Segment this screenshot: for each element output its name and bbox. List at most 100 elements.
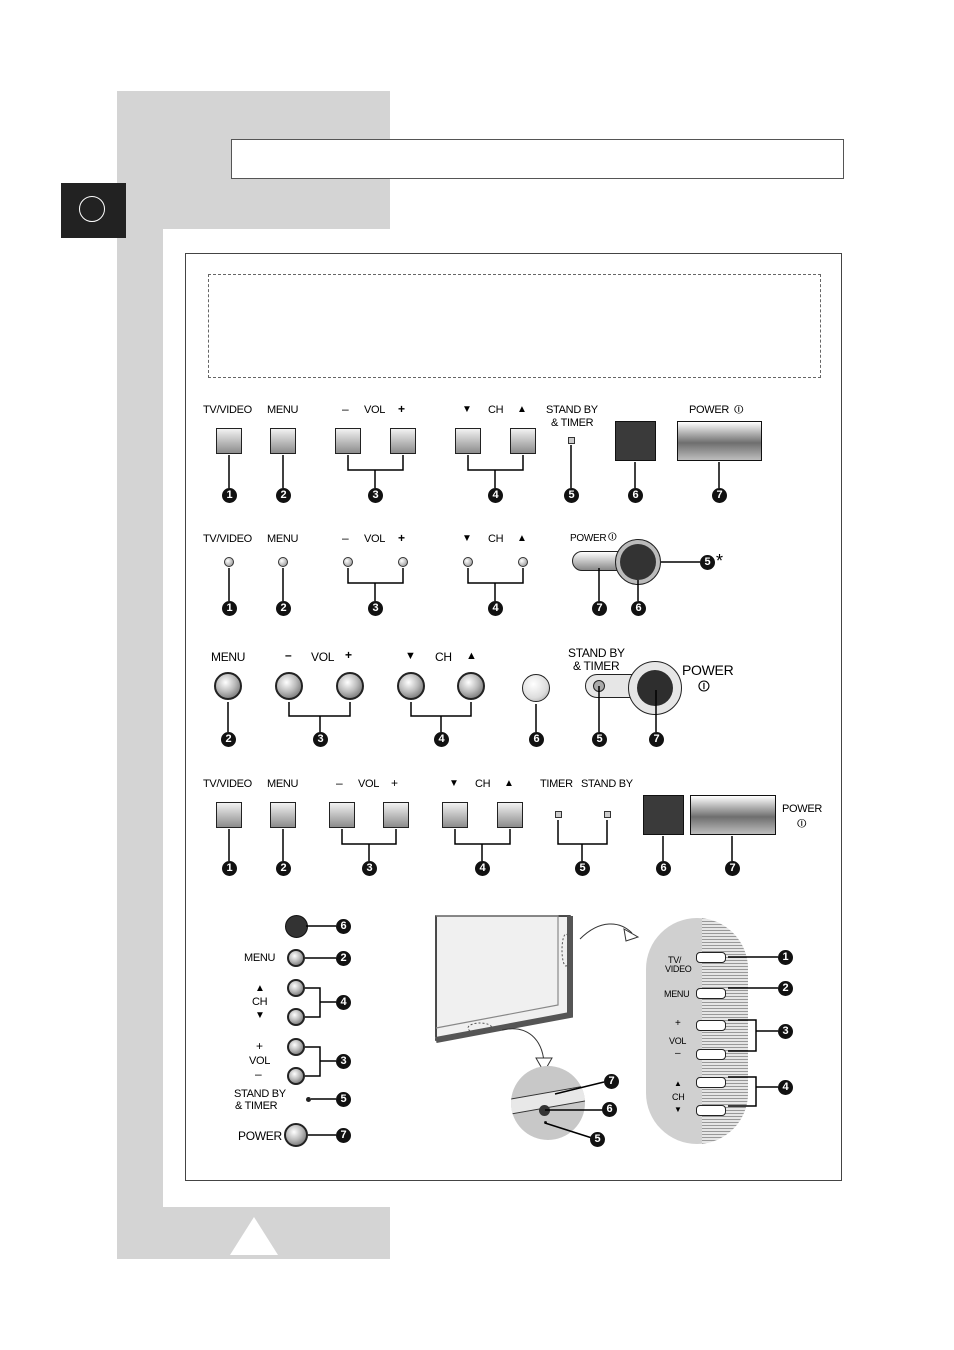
label-timer: & TIMER bbox=[235, 1100, 278, 1112]
vol-down-button[interactable] bbox=[696, 1049, 726, 1060]
label-tv-video: TV/VIDEO bbox=[203, 778, 252, 790]
marker-7: 7 bbox=[592, 601, 607, 616]
vol-up-button[interactable] bbox=[336, 672, 364, 700]
marker-1: 1 bbox=[778, 950, 793, 965]
remote-sensor bbox=[643, 795, 684, 835]
label-standby: STAND BY bbox=[234, 1088, 286, 1100]
power-button[interactable] bbox=[637, 670, 673, 706]
marker-4: 4 bbox=[475, 861, 490, 876]
label-minus: – bbox=[285, 648, 292, 662]
label-power: POWER bbox=[238, 1129, 282, 1143]
remote-sensor bbox=[522, 674, 550, 702]
marker-2: 2 bbox=[276, 861, 291, 876]
label-plus: + bbox=[391, 776, 398, 790]
vol-up-button[interactable] bbox=[287, 1038, 305, 1056]
marker-6: 6 bbox=[628, 488, 643, 503]
ch-down-button[interactable] bbox=[442, 802, 468, 828]
marker-5: 5 bbox=[590, 1132, 605, 1147]
label-standby: STAND BY bbox=[568, 646, 625, 660]
row-3-leader-lines bbox=[227, 686, 657, 732]
row-1-leader-lines bbox=[228, 445, 720, 488]
label-minus: – bbox=[342, 531, 349, 545]
vol-down-button[interactable] bbox=[287, 1067, 305, 1085]
vol-down-button[interactable] bbox=[275, 672, 303, 700]
vol-down-button[interactable] bbox=[329, 802, 355, 828]
zoom-bottom-leader-lines bbox=[544, 1081, 605, 1139]
marker-3: 3 bbox=[336, 1054, 351, 1069]
power-button[interactable] bbox=[690, 795, 776, 835]
remote-sensor bbox=[620, 544, 656, 580]
marker-6: 6 bbox=[336, 919, 351, 934]
label-plus: + bbox=[345, 648, 352, 662]
side-band bbox=[117, 229, 163, 1259]
marker-5: 5 bbox=[575, 861, 590, 876]
section-tab-circle-icon bbox=[79, 196, 105, 222]
power-symbol-icon: ⏼ bbox=[698, 678, 710, 695]
label-menu: MENU bbox=[211, 650, 246, 664]
vol-up-button[interactable] bbox=[696, 1020, 726, 1031]
label-tv-video: TV/VIDEO bbox=[203, 404, 252, 416]
label-ch: CH bbox=[475, 778, 491, 790]
menu-button[interactable] bbox=[278, 557, 288, 567]
marker-3: 3 bbox=[313, 732, 328, 747]
label-up: ▲ bbox=[504, 778, 514, 789]
ch-up-button[interactable] bbox=[287, 979, 305, 997]
label-plus: + bbox=[675, 1018, 681, 1029]
standby-timer-indicator bbox=[306, 1097, 311, 1102]
ch-up-button[interactable] bbox=[457, 672, 485, 700]
vol-up-button[interactable] bbox=[390, 428, 416, 454]
menu-button[interactable] bbox=[270, 802, 296, 828]
marker-4: 4 bbox=[434, 732, 449, 747]
menu-button[interactable] bbox=[214, 672, 242, 700]
vol-down-button[interactable] bbox=[335, 428, 361, 454]
vol-down-button[interactable] bbox=[343, 557, 353, 567]
marker-7: 7 bbox=[725, 861, 740, 876]
label-ch: CH bbox=[488, 533, 504, 545]
power-symbol-icon: ⏼ bbox=[797, 816, 807, 830]
label-down: ▼ bbox=[255, 1010, 265, 1021]
label-tv-video-side: VIDEO bbox=[665, 964, 692, 974]
marker-5: 5 bbox=[700, 555, 715, 570]
label-timer: & TIMER bbox=[573, 659, 620, 673]
power-button[interactable] bbox=[677, 421, 762, 461]
row-4-leader-lines bbox=[228, 820, 733, 861]
ch-up-button[interactable] bbox=[518, 557, 528, 567]
menu-button[interactable] bbox=[696, 988, 726, 999]
ch-down-button[interactable] bbox=[455, 428, 481, 454]
ch-down-button[interactable] bbox=[463, 557, 473, 567]
ch-down-button[interactable] bbox=[397, 672, 425, 700]
label-vol: VOL bbox=[358, 778, 380, 790]
label-vol: VOL bbox=[669, 1036, 687, 1046]
marker-7: 7 bbox=[336, 1128, 351, 1143]
ch-up-button[interactable] bbox=[497, 802, 523, 828]
label-minus: – bbox=[342, 402, 349, 416]
menu-button[interactable] bbox=[270, 428, 296, 454]
marker-4: 4 bbox=[778, 1080, 793, 1095]
triangle-up-icon bbox=[230, 1217, 278, 1255]
label-plus: + bbox=[256, 1039, 263, 1053]
marker-6: 6 bbox=[602, 1102, 617, 1117]
label-ch: CH bbox=[488, 404, 504, 416]
row-2-leader-lines bbox=[228, 561, 700, 601]
tv-corner-illustration bbox=[435, 915, 573, 1043]
tv-video-button[interactable] bbox=[696, 952, 726, 963]
label-vol: VOL bbox=[364, 404, 386, 416]
label-menu: MENU bbox=[267, 404, 299, 416]
vol-up-button[interactable] bbox=[383, 802, 409, 828]
tv-video-button[interactable] bbox=[216, 802, 242, 828]
vol-up-button[interactable] bbox=[398, 557, 408, 567]
label-power: POWER bbox=[689, 404, 730, 416]
power-button[interactable] bbox=[284, 1123, 308, 1147]
menu-button[interactable] bbox=[287, 949, 305, 967]
ch-down-button[interactable] bbox=[287, 1008, 305, 1026]
label-menu: MENU bbox=[244, 952, 276, 964]
label-up: ▲ bbox=[517, 533, 527, 544]
tv-video-button[interactable] bbox=[224, 557, 234, 567]
ch-up-button[interactable] bbox=[510, 428, 536, 454]
ch-down-button[interactable] bbox=[696, 1105, 726, 1116]
label-ch: CH bbox=[435, 650, 452, 664]
power-symbol-icon: ⏼ bbox=[734, 402, 744, 416]
ch-up-button[interactable] bbox=[696, 1077, 726, 1088]
tv-video-button[interactable] bbox=[216, 428, 242, 454]
marker-2: 2 bbox=[778, 981, 793, 996]
